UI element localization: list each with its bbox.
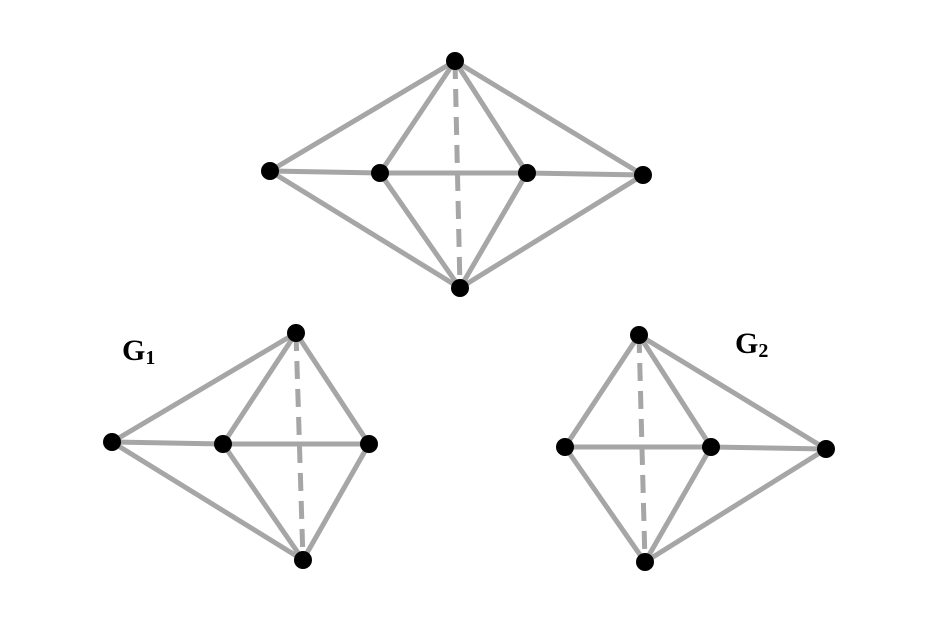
vertex-g1-right (360, 435, 378, 453)
vertex-g1-left (103, 433, 121, 451)
edge-g2-apex-left (562, 332, 642, 450)
edge-g2-inner-bottom (642, 444, 714, 565)
edge-top-left-inner-left (267, 168, 383, 176)
vertex-top-left (261, 162, 279, 180)
edge-top-inner-right-right (524, 170, 646, 178)
vertex-g2-bottom (636, 553, 654, 571)
edge-g2-left-bottom (562, 444, 648, 565)
vertex-g1-bottom (294, 551, 312, 569)
edge-top-apex-inner-right (452, 58, 530, 176)
edge-g1-inner-bottom (220, 441, 306, 563)
edge-g1-apex-left (109, 330, 299, 445)
edge-top-apex-right (452, 58, 646, 178)
vertex-g2-inner (702, 438, 720, 456)
vertex-top-right (634, 166, 652, 184)
edge-g1-apex-right (293, 330, 372, 447)
graph-label-g2-subscript: 2 (758, 340, 769, 362)
vertex-top-bottom (451, 279, 469, 297)
vertices-layer (103, 52, 835, 571)
graph-label-g2: G2 (735, 327, 769, 362)
edge-top-apex-inner-left (377, 58, 458, 176)
edge-g1-right-bottom (300, 441, 372, 563)
vertex-g1-inner (214, 435, 232, 453)
graph-label-g1-subscript: 1 (145, 347, 156, 369)
edge-top-right-bottom (457, 172, 646, 291)
edge-g2-apex-inner (636, 332, 714, 450)
vertex-g2-left (556, 438, 574, 456)
vertex-top-inner-right (518, 164, 536, 182)
edges-layer (109, 58, 829, 565)
edge-top-apex-left (267, 58, 458, 174)
edge-top-left-bottom (267, 168, 463, 291)
edge-g2-right-bottom (642, 446, 829, 565)
vertex-top-inner-left (371, 164, 389, 182)
vertex-g1-apex (287, 324, 305, 342)
vertex-g2-apex (630, 326, 648, 344)
edge-g1-apex-inner (220, 330, 299, 447)
edge-g1-left-bottom (109, 439, 306, 563)
graph-label-g1-main: G (122, 334, 146, 367)
edge-top-inner-right-bottom (457, 170, 530, 291)
graph-label-g2-main: G (735, 327, 759, 360)
edge-top-inner-left-bottom (377, 170, 463, 291)
edge-g2-inner-right (708, 444, 829, 452)
vertex-top-apex (446, 52, 464, 70)
vertex-g2-right (817, 440, 835, 458)
edge-g2-apex-right (636, 332, 829, 452)
edge-g1-left-inner (109, 439, 226, 447)
graph-label-g1: G1 (122, 334, 156, 369)
